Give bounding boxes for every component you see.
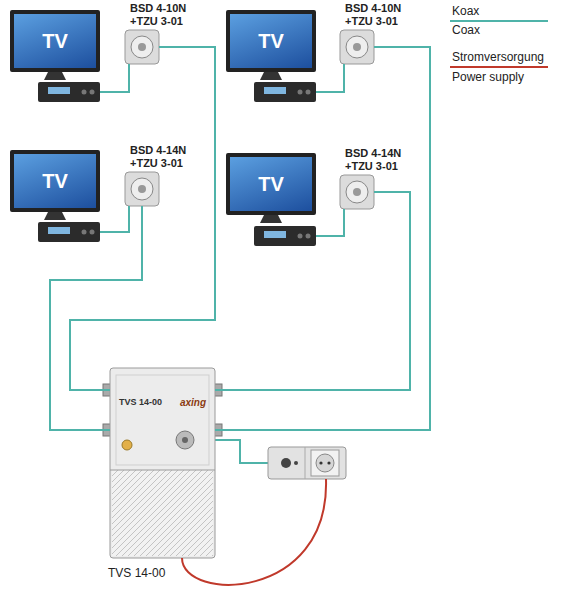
amplifier-housing <box>103 368 222 558</box>
part-label: BSD 4-10N +TZU 3-01 <box>130 2 210 28</box>
coax-cable <box>215 192 410 390</box>
part-label: BSD 4-14N +TZU 3-01 <box>130 144 210 170</box>
legend-text: Power supply <box>452 70 524 84</box>
part-label: BSD 4-10N +TZU 3-01 <box>345 2 425 28</box>
tv-screen: TV <box>10 150 100 212</box>
part-label: BSD 4-14N +TZU 3-01 <box>345 147 425 173</box>
model-name: TVS 14-00 <box>119 397 162 407</box>
legend-entry: Coax <box>452 23 480 37</box>
legend-text: Stromversorgung <box>452 50 544 64</box>
tv-screen: TV <box>226 10 316 72</box>
coax-cable <box>50 206 142 430</box>
coax-cable <box>215 47 430 430</box>
antenna-socket: BSD 4-14N +TZU 3-01 <box>340 175 374 209</box>
tv-screen: TV <box>10 10 100 72</box>
brand-name: axing <box>180 397 206 408</box>
tv-label: TV <box>42 30 68 53</box>
legend-entry: Stromversorgung <box>452 50 544 64</box>
model-label: TVS 14-00 <box>108 566 165 580</box>
legend-line <box>450 66 548 68</box>
legend-entry: Power supply <box>452 70 524 84</box>
tv-label: TV <box>42 170 68 193</box>
antenna-socket: BSD 4-10N +TZU 3-01 <box>125 30 159 64</box>
legend-text: Koax <box>452 4 479 18</box>
tv-label: TV <box>258 30 284 53</box>
antenna-socket: BSD 4-14N +TZU 3-01 <box>125 172 159 206</box>
legend-text: Coax <box>452 23 480 37</box>
power-cable <box>182 479 326 585</box>
tv-label: TV <box>258 173 284 196</box>
legend-entry: Koax <box>452 4 479 18</box>
tv-screen: TV <box>226 153 316 215</box>
coax-cable <box>100 64 344 463</box>
wall-outlet <box>268 447 346 479</box>
legend-line <box>450 20 548 22</box>
antenna-socket: BSD 4-10N +TZU 3-01 <box>340 30 374 64</box>
amplifier-box: TVS 14-00 axing <box>110 368 215 558</box>
